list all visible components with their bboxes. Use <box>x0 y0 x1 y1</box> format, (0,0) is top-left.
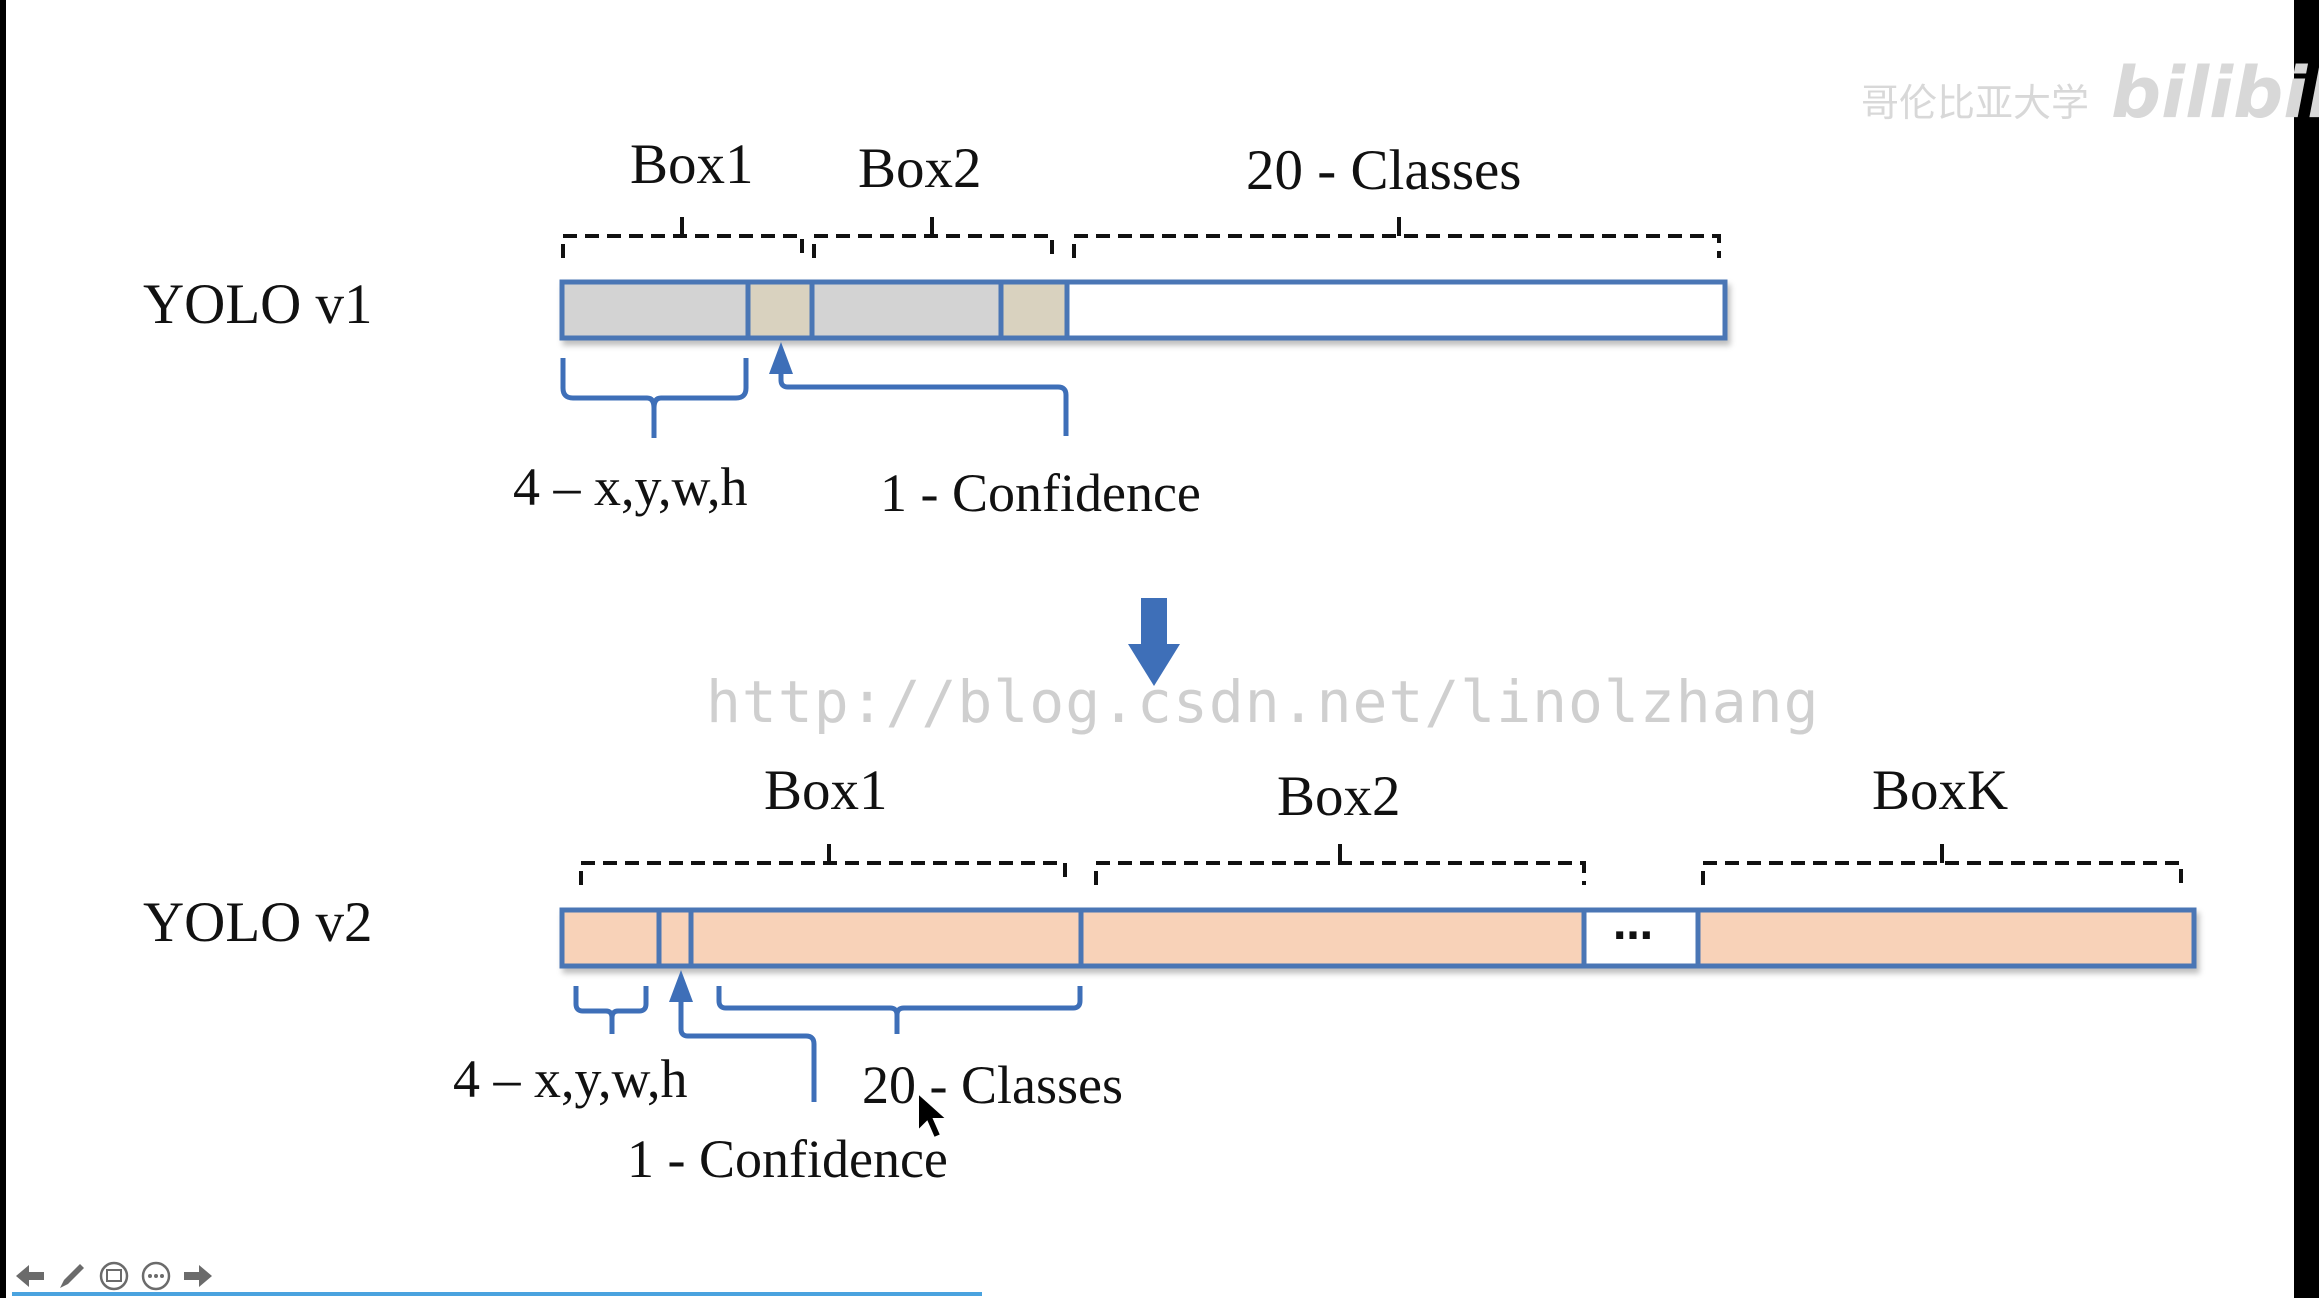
next-slide-button[interactable] <box>182 1260 214 1292</box>
v1-box2-confidence-cell <box>1002 284 1066 336</box>
more-options-button[interactable] <box>140 1260 172 1292</box>
slide: 哥伦比亚大学 bilibili http://blog.csdn.net/lin… <box>6 0 2319 1298</box>
v1-confidence-arrow <box>778 370 1069 436</box>
v2-bar <box>559 907 2197 969</box>
down-arrow <box>1128 598 1180 686</box>
more-icon <box>141 1261 171 1291</box>
v1-box2-label: Box2 <box>858 137 982 200</box>
v2-ellipsis-cell <box>1586 912 1696 964</box>
v2-title: YOLO v2 <box>143 891 373 954</box>
v1-box1-coords-cell <box>564 284 747 336</box>
v1-brackets-top <box>561 234 1721 258</box>
bilibili-logo: bilibili <box>2111 52 2319 134</box>
v1-confidence-label: 1 - Confidence <box>880 463 1201 523</box>
v1-classes-label: 20 - Classes <box>1246 139 1522 202</box>
v1-dividers <box>745 282 1070 338</box>
v2-box2-label: Box2 <box>1277 765 1401 828</box>
slide-sorter-button[interactable] <box>98 1260 130 1292</box>
v1-box1-confidence-cell <box>749 284 811 336</box>
v2-box1-label: Box1 <box>764 759 888 822</box>
v2-bracket-ticks <box>827 844 1944 863</box>
url-watermark: http://blog.csdn.net/linolzhang <box>706 668 1820 736</box>
arrow-right-icon <box>184 1265 212 1287</box>
v1-coords-label: 4 – x,y,w,h <box>513 457 748 517</box>
slideshow-toolbar <box>14 1256 214 1296</box>
v1-coords-brace <box>560 358 749 438</box>
v2-classes-label: 20 - Classes <box>862 1055 1123 1115</box>
v1-box2-coords-cell <box>813 284 1000 336</box>
arrow-left-icon <box>16 1265 44 1287</box>
v2-confidence-label: 1 - Confidence <box>627 1129 948 1189</box>
v2-coords-brace <box>573 986 649 1034</box>
v2-dividers <box>656 910 1701 966</box>
v2-boxk-label: BoxK <box>1872 759 2009 822</box>
v2-ellipsis: … <box>1613 903 1653 949</box>
grid-icon <box>99 1261 129 1291</box>
pen-icon <box>60 1264 84 1288</box>
v2-classes-brace <box>716 986 1083 1034</box>
v2-brackets-top <box>579 861 2183 885</box>
v1-bracket-ticks <box>680 217 1401 236</box>
pen-tool-button[interactable] <box>56 1260 88 1292</box>
diagram-graphics <box>559 217 2197 1140</box>
previous-slide-button[interactable] <box>14 1260 46 1292</box>
v1-title: YOLO v1 <box>143 273 373 336</box>
v1-box1-label: Box1 <box>630 133 754 196</box>
mouse-cursor-icon <box>917 1090 950 1140</box>
v2-coords-label: 4 – x,y,w,h <box>453 1049 688 1109</box>
slide-progress-bar <box>12 1292 982 1296</box>
watermark-text: 哥伦比亚大学 <box>1861 81 2090 125</box>
v2-confidence-arrow <box>678 1000 817 1102</box>
